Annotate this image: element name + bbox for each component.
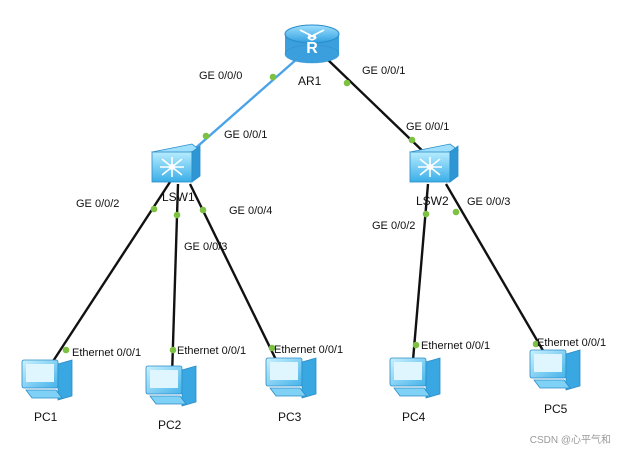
port-label-lsw2-ge002: GE 0/0/2 [372, 220, 415, 232]
link-lsw1-pc3[interactable] [188, 183, 284, 373]
pc-label-pc3: PC3 [278, 410, 302, 424]
pc-icon [389, 357, 441, 399]
port-label-lsw1-ge004: GE 0/0/4 [229, 205, 272, 217]
pc-icon [145, 365, 197, 407]
port-dot-lsw1-ge002[interactable] [150, 205, 158, 213]
pc-icon [265, 357, 317, 399]
port-label-ar1-ge000: GE 0/0/0 [199, 70, 242, 82]
switch-icon [409, 143, 459, 183]
pc-icon [21, 359, 73, 401]
switch-lsw1[interactable]: LSW1 [151, 143, 201, 204]
pc-label-pc5: PC5 [544, 402, 568, 416]
link-ar1-lsw1[interactable] [181, 57, 299, 161]
router-label: AR1 [298, 74, 322, 88]
port-dot-ar1-ge001[interactable] [343, 79, 351, 87]
switch-icon [151, 143, 201, 183]
pc-pc2[interactable]: PC2 [145, 365, 197, 432]
pc-label-pc2: PC2 [158, 418, 182, 432]
port-label-lsw2-ge001: GE 0/0/1 [406, 121, 449, 133]
port-dot-pc3-eth001[interactable] [268, 344, 276, 352]
port-label-lsw1-ge001: GE 0/0/1 [224, 129, 267, 141]
port-dot-pc1-eth001[interactable] [62, 346, 70, 354]
port-label-lsw1-ge003: GE 0/0/3 [184, 241, 227, 253]
port-dot-lsw2-ge002[interactable] [422, 210, 430, 218]
port-dot-lsw2-ge001[interactable] [408, 136, 416, 144]
port-dot-lsw1-ge003[interactable] [173, 211, 181, 219]
pc-pc4[interactable]: PC4 [389, 357, 441, 424]
port-dot-pc2-eth001[interactable] [169, 346, 177, 354]
pc-label-pc1: PC1 [34, 410, 58, 424]
port-label-pc1-eth001: Ethernet 0/0/1 [72, 347, 141, 359]
switch-label-lsw2: LSW2 [416, 194, 449, 208]
port-labels: GE 0/0/0 GE 0/0/1 GE 0/0/1 GE 0/0/1 GE 0… [72, 65, 606, 359]
port-label-pc2-eth001: Ethernet 0/0/1 [177, 345, 246, 357]
pc-label-pc4: PC4 [402, 410, 426, 424]
port-dot-lsw2-ge003[interactable] [452, 208, 460, 216]
pc-pc3[interactable]: PC3 [265, 357, 317, 424]
links [44, 57, 554, 377]
router-icon: R [284, 24, 340, 64]
pc-pc5[interactable]: PC5 [529, 349, 581, 416]
port-dot-pc5-eth001[interactable] [532, 340, 540, 348]
watermark-text: CSDN @心平气和 [530, 433, 611, 446]
port-label-pc5-eth001: Ethernet 0/0/1 [537, 337, 606, 349]
switch-lsw2[interactable]: LSW2 [409, 143, 459, 208]
port-dot-lsw1-ge004[interactable] [199, 206, 207, 214]
port-label-lsw1-ge002: GE 0/0/2 [76, 198, 119, 210]
port-dots [62, 73, 540, 354]
link-lsw2-pc5[interactable] [444, 183, 554, 367]
port-dot-lsw1-ge001[interactable] [202, 132, 210, 140]
pc-pc1[interactable]: PC1 [21, 359, 73, 424]
port-label-pc3-eth001: Ethernet 0/0/1 [274, 344, 343, 356]
port-label-ar1-ge001: GE 0/0/1 [362, 65, 405, 77]
port-label-pc4-eth001: Ethernet 0/0/1 [421, 340, 490, 352]
switch-label-lsw1: LSW1 [162, 190, 195, 204]
port-label-lsw2-ge003: GE 0/0/3 [467, 196, 510, 208]
link-ar1-lsw2[interactable] [325, 57, 433, 161]
port-dot-pc4-eth001[interactable] [412, 341, 420, 349]
port-dot-ar1-ge000[interactable] [269, 73, 277, 81]
pc-icon [529, 349, 581, 391]
link-lsw1-pc1[interactable] [44, 181, 172, 373]
svg-text:R: R [306, 40, 318, 57]
router-ar1[interactable]: R AR1 [284, 24, 340, 88]
